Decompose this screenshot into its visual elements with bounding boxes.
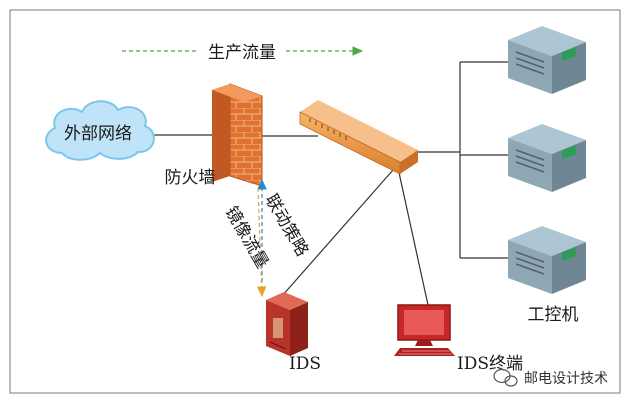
firewall-icon	[212, 83, 263, 187]
server-icon-2	[508, 124, 586, 192]
flow-label: 生产流量	[208, 43, 276, 63]
cloud-label: 外部网络	[64, 124, 132, 144]
switch-icon	[299, 100, 418, 175]
line-switch-ids	[281, 169, 394, 297]
industrial-pc-label: 工控机	[528, 305, 579, 325]
server-icon-3	[508, 226, 586, 294]
server-icon-1	[508, 26, 586, 94]
ids-terminal-icon	[394, 304, 455, 356]
linkage-label: 联动策略	[261, 191, 312, 260]
line-switch-terminal	[397, 167, 429, 306]
ids-label: IDS	[289, 354, 321, 374]
cloud-icon	[45, 100, 155, 161]
ids-icon	[266, 292, 308, 356]
mirror-label: 镜像流量	[221, 203, 272, 272]
connection-lines	[150, 61, 510, 306]
watermark-text: 邮电设计技术	[524, 371, 608, 387]
ids-terminal-label: IDS终端	[457, 354, 523, 374]
watermark: 邮电设计技术	[493, 368, 608, 387]
firewall-label: 防火墙	[165, 168, 216, 188]
wechat-icon	[493, 368, 518, 387]
diagram-frame	[9, 9, 621, 394]
